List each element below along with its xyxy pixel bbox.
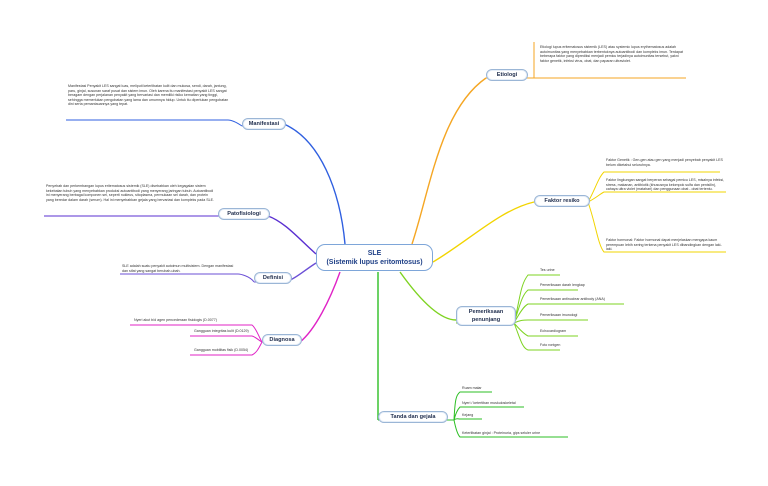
edge-definisi [289, 262, 317, 281]
topic-etiologi-label: Etiologi [496, 72, 518, 78]
topic-patofisiologi-label: Patofisiologi [227, 211, 261, 217]
central-topic[interactable]: SLE (Sistemik lupus eritomtosus) [316, 244, 433, 271]
edge-diagnosa [299, 271, 341, 343]
pemeriksaan-item: Echocardiogram [540, 329, 567, 333]
topic-definisi-label: Definisi [262, 275, 284, 281]
edge-etiologi [411, 77, 487, 245]
topic-faktor-resiko-label: Faktor resiko [544, 198, 580, 204]
topic-definisi[interactable]: Definisi [254, 272, 292, 284]
diagnosa-item: Nyeri akut b/d agen pencederaan fisiolog… [134, 318, 217, 322]
tanda-item: Ruam malar [462, 386, 482, 390]
pemeriksaan-item: Pemeriksaan imunologi [540, 313, 578, 317]
topic-manifestasi[interactable]: Manifestasi [242, 118, 286, 130]
topic-pemeriksaan-penunjang[interactable]: Pemeriksaan penunjang [456, 306, 516, 326]
pemeriksaan-item: Tes urine [540, 268, 555, 272]
topic-faktor-resiko[interactable]: Faktor resiko [534, 195, 590, 207]
faktor-item-hormonal: Faktor hormonal: Faktor hormonal dapat m… [606, 238, 722, 252]
topic-pemeriksaan-label: Pemeriksaan penunjang [468, 309, 504, 323]
pemeriksaan-item: Foto rontgen [540, 343, 561, 347]
edge-pemeriksaan [399, 271, 457, 321]
note-definisi: SLE adalah suatu penyakit autoimun multi… [122, 264, 234, 273]
topic-patofisiologi[interactable]: Patofisiologi [218, 208, 270, 220]
faktor-item-genetik: Faktor Genetik : Gen-gen atau gen yang m… [606, 158, 723, 167]
central-topic-subtitle: (Sistemik lupus eritomtosus) [326, 259, 423, 266]
topic-etiologi[interactable]: Etiologi [486, 69, 528, 81]
faktor-item-lingkungan: Faktor lingkungan sangat berperan sebaga… [606, 178, 725, 192]
tanda-item: Nyeri / ketertiban muskuloskeletal [462, 401, 516, 405]
topic-diagnosa-label: Diagnosa [269, 337, 295, 343]
edge-manifestasi [283, 123, 346, 245]
topic-tanda-gejala[interactable]: Tanda dan gejala [378, 411, 448, 423]
pemeriksaan-item: Pemeriksaan antinuclear antibody (ANA) [540, 297, 605, 301]
diagnosa-item: Gangguan integritas kulit (D.0129) [194, 329, 249, 333]
note-etiologi: Etiologi lupus eritematosus sistemik (LE… [540, 45, 683, 63]
note-manifestasi: Manifestasi Penyakit LES sangat luas, me… [68, 84, 229, 107]
topic-tanda-gejala-label: Tanda dan gejala [390, 414, 436, 420]
central-topic-title: SLE [367, 250, 382, 257]
topic-manifestasi-label: Manifestasi [248, 121, 280, 127]
edge-faktor [432, 201, 535, 263]
pemeriksaan-item: Pemeriksaan darah lengkap [540, 283, 585, 287]
note-patofisiologi: Penyebab dan perkembangan lupus eritemat… [46, 184, 215, 202]
edge-patofisiologi [267, 215, 317, 255]
diagnosa-item: Gangguan mobilitas fisik (D.0054) [194, 348, 249, 352]
tanda-item: Keterlibatan ginjal : Proteinuria, gips … [462, 431, 541, 435]
tanda-item: Kejang [462, 413, 474, 417]
topic-diagnosa[interactable]: Diagnosa [262, 334, 302, 346]
